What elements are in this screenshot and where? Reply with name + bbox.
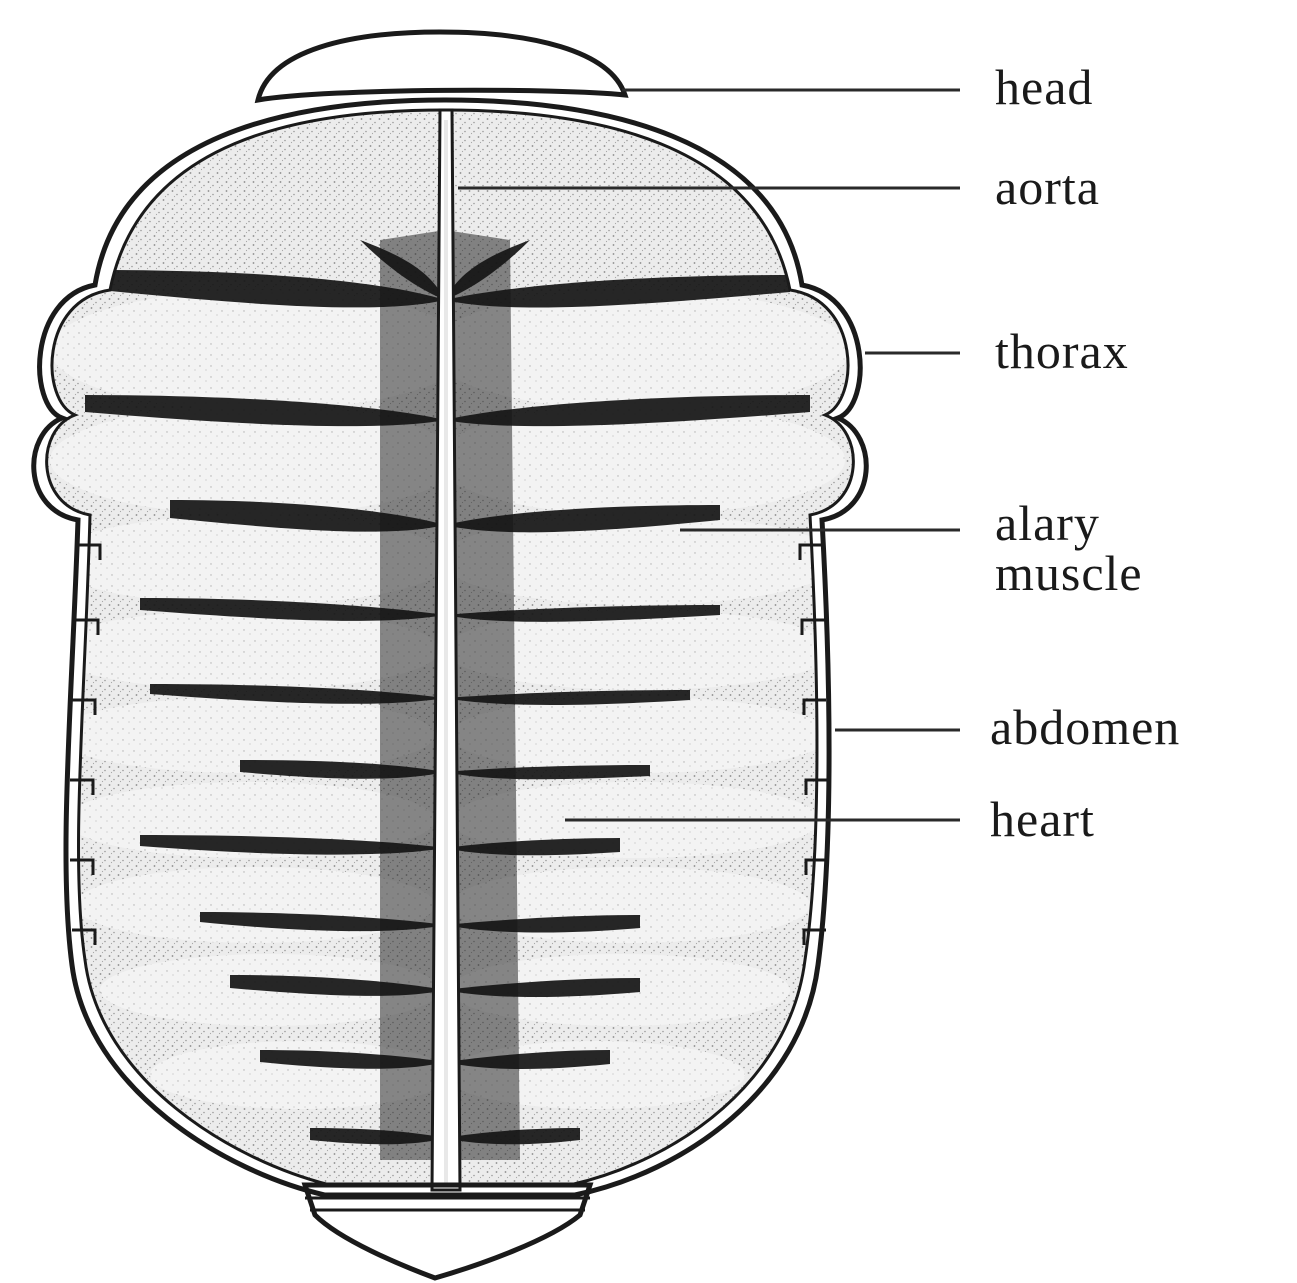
label-abdomen: abdomen <box>990 699 1180 755</box>
label-heart: heart <box>990 791 1095 847</box>
label-aorta: aorta <box>995 159 1100 215</box>
label-alary-muscle-line2: muscle <box>995 545 1143 601</box>
tail-shape <box>305 1185 590 1278</box>
head-shape <box>258 32 625 100</box>
label-head: head <box>995 59 1093 115</box>
label-alary-muscle-line1: alary <box>995 495 1100 551</box>
label-thorax: thorax <box>995 323 1129 379</box>
